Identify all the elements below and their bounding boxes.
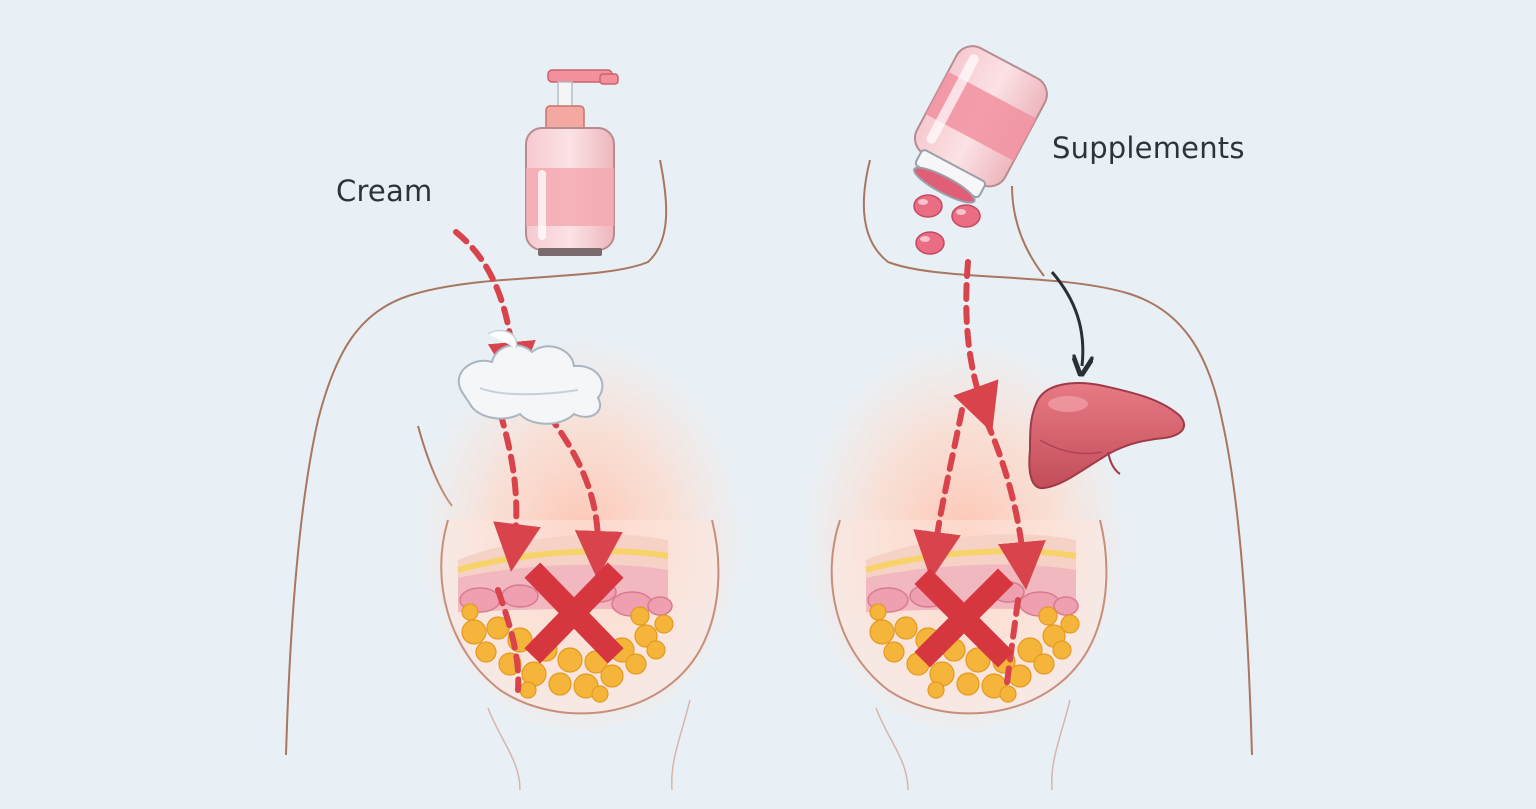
supplement-absorption-arrows bbox=[913, 259, 1046, 693]
cream-label: Cream bbox=[336, 174, 433, 208]
pump-bottle-icon bbox=[525, 69, 619, 256]
pill-bottle-icon bbox=[913, 45, 1048, 204]
left-torso bbox=[285, 159, 752, 791]
pill-icon bbox=[913, 194, 981, 255]
blocked-x-left bbox=[524, 562, 624, 664]
liver-arrow bbox=[1050, 271, 1083, 366]
blocked-x-right bbox=[914, 568, 1014, 668]
supplements-label: Supplements bbox=[1052, 131, 1245, 165]
cream-dollop-icon bbox=[457, 329, 604, 425]
liver-icon bbox=[1028, 382, 1185, 490]
right-torso bbox=[794, 159, 1253, 791]
